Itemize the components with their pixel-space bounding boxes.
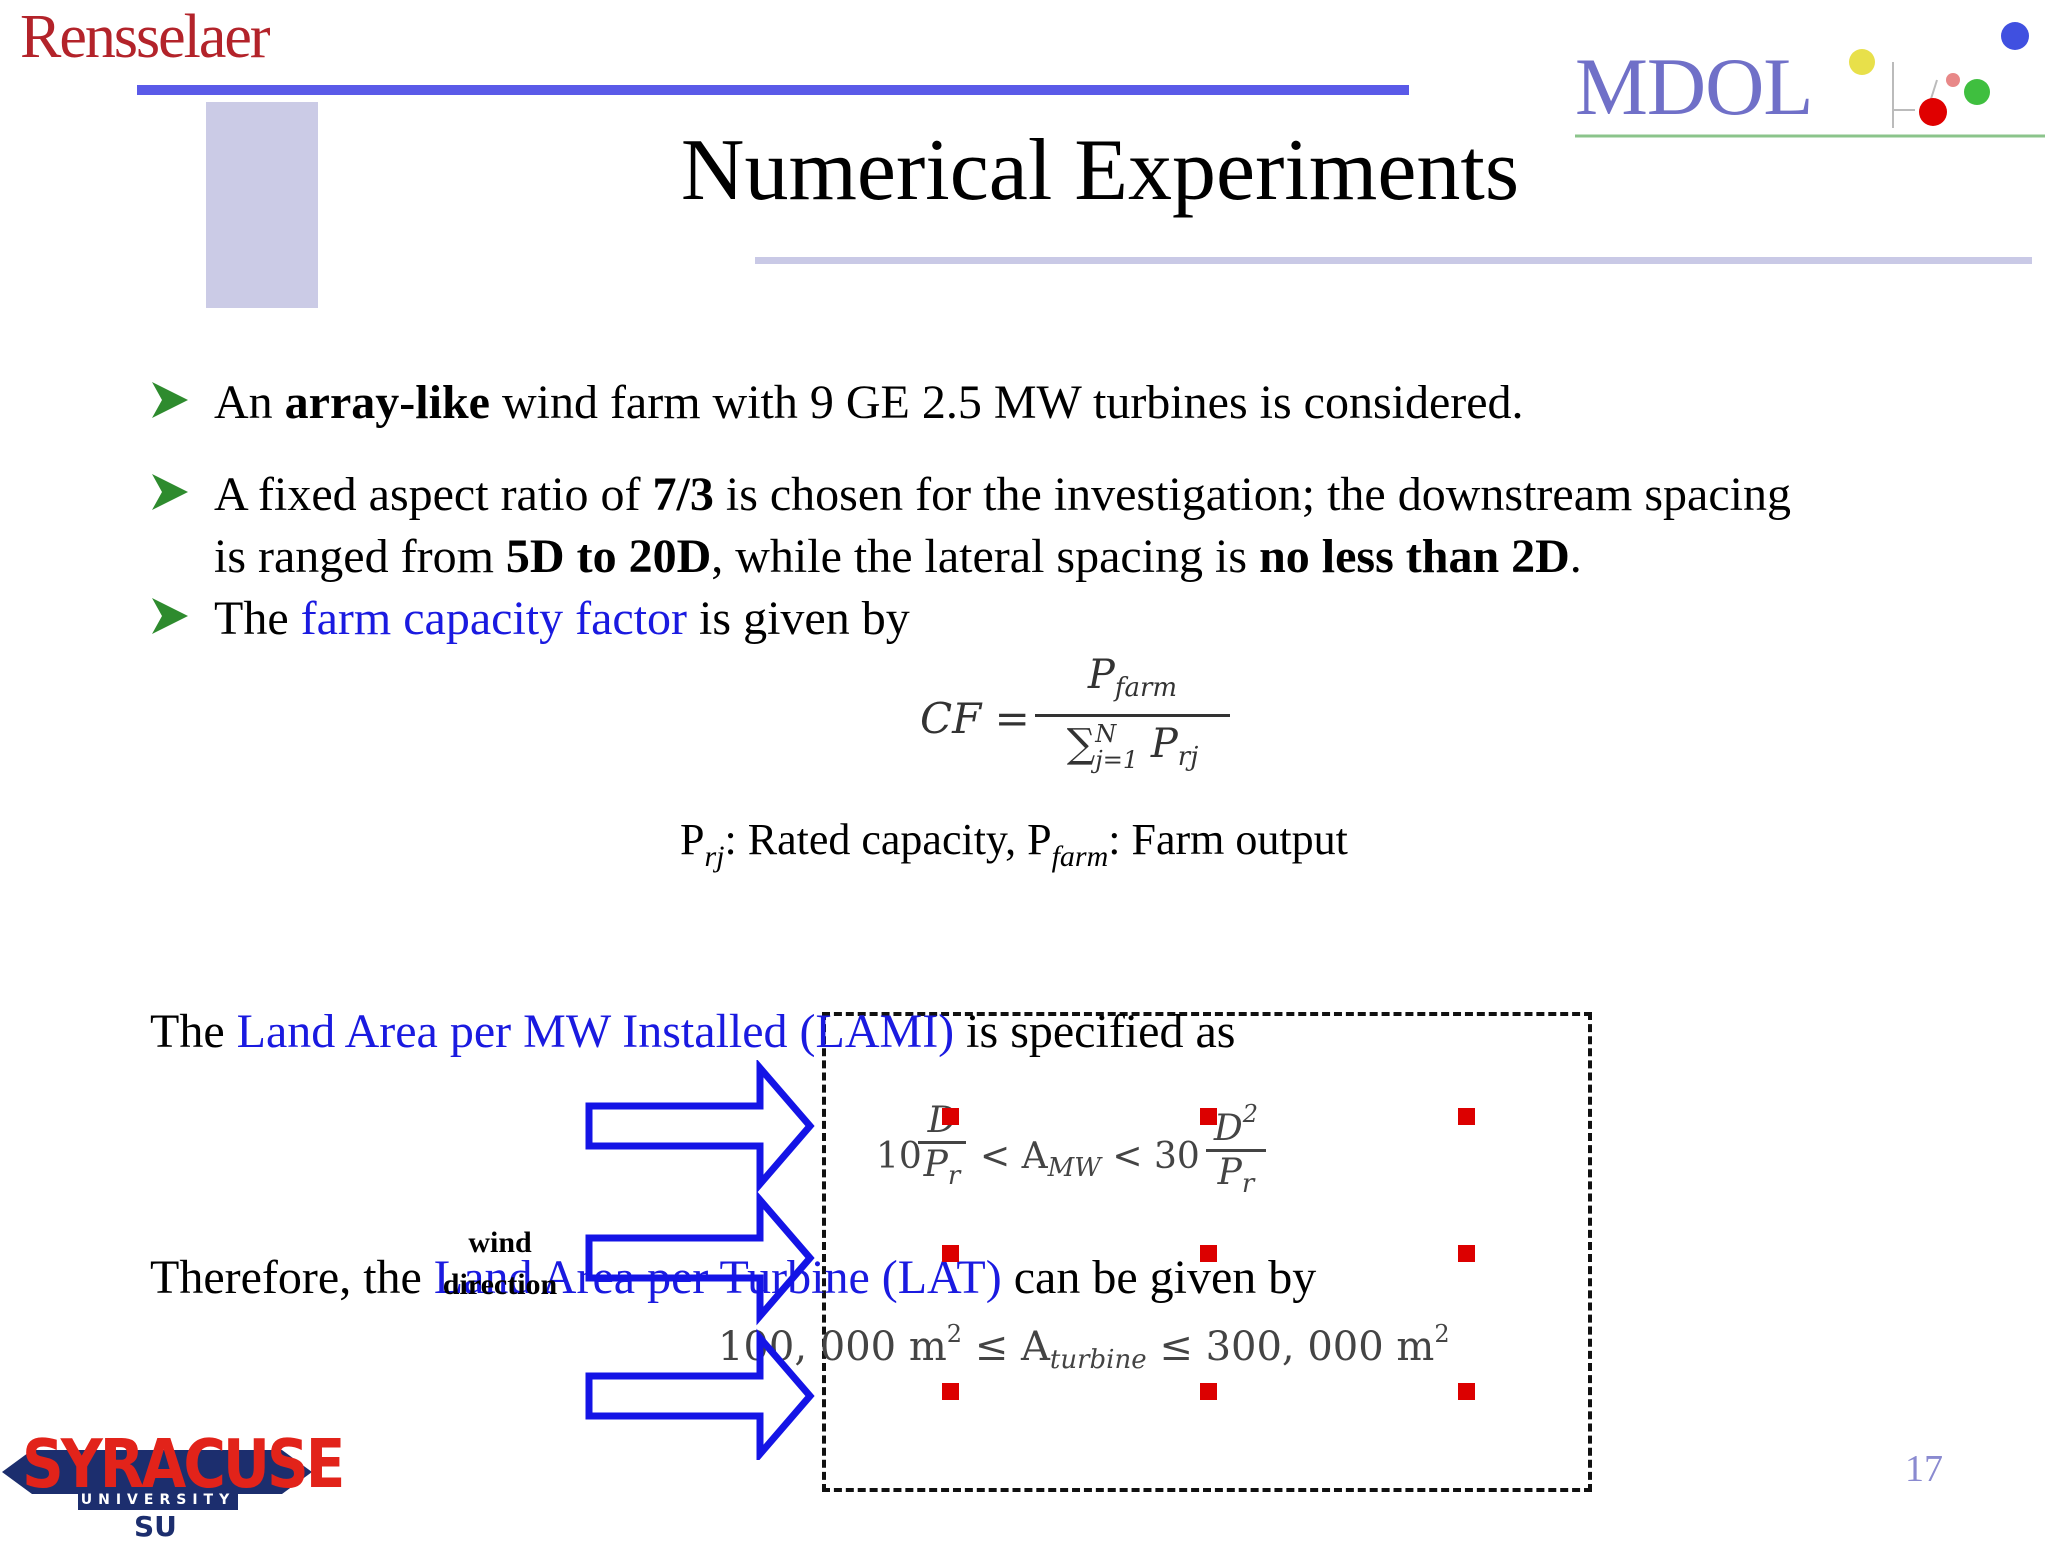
turbine-marker: [942, 1383, 959, 1400]
bullet-1-text: An array-like wind farm with 9 GE 2.5 MW…: [214, 376, 1524, 429]
syracuse-banner-icon: [2, 1450, 312, 1494]
wind-arrow-icon: [585, 1328, 815, 1460]
lami-term: Land Area per MW Installed (LAMI): [236, 1005, 955, 1058]
turbine-marker: [1200, 1245, 1217, 1262]
farm-capacity-factor-term: farm capacity factor: [300, 592, 688, 645]
mdol-logo-text: MDOL: [1575, 41, 1813, 132]
turbine-marker: [1200, 1108, 1217, 1125]
amw-formula: 10 D Pr < AMW < 30 D2 Pr: [868, 1100, 1288, 1210]
variable-definitions: Prj: Rated capacity, Pfarm: Farm output: [680, 815, 1348, 873]
turbine-marker: [1200, 1383, 1217, 1400]
mdol-dots-icon: [1575, 22, 2045, 138]
turbine-marker: [1458, 1383, 1475, 1400]
top-rule: [137, 85, 1409, 95]
lat-formula: 100, 000 m2 ≤ Aturbine ≤ 300, 000 m2: [718, 1320, 1450, 1375]
turbine-marker: [942, 1108, 959, 1125]
farm-boundary: [822, 1012, 1592, 1492]
wind-arrow-icon: [585, 1190, 815, 1326]
bullet-arrow-icon: [152, 382, 188, 418]
bullet-2-text: A fixed aspect ratio of 7/3 is chosen fo…: [214, 468, 1791, 583]
page-number: 17: [1905, 1448, 1943, 1490]
bullet-3-text: The farm capacity factor is given by: [214, 592, 910, 645]
lami-statement: The Land Area per MW Installed (LAMI) is…: [150, 1005, 1236, 1058]
bullet-arrow-icon: [152, 474, 188, 510]
wind-direction-label: wind direction: [442, 1226, 558, 1301]
rensselaer-logo: Rensselaer: [20, 3, 271, 71]
syracuse-logo: SYRACUSE UNIVERSITY SU: [2, 1425, 345, 1543]
wind-arrows: [585, 1060, 815, 1460]
turbine-marker: [1458, 1108, 1475, 1125]
turbine-marker: [942, 1245, 959, 1262]
side-block: [206, 102, 318, 308]
page-title: Numerical Experiments: [680, 122, 1520, 219]
bullet-arrow-icon: [152, 598, 188, 634]
turbine-marker: [1458, 1245, 1475, 1262]
wind-arrow-icon: [585, 1060, 815, 1194]
mdol-logo: MDOL: [1575, 22, 2045, 140]
title-rule: [755, 257, 2032, 264]
